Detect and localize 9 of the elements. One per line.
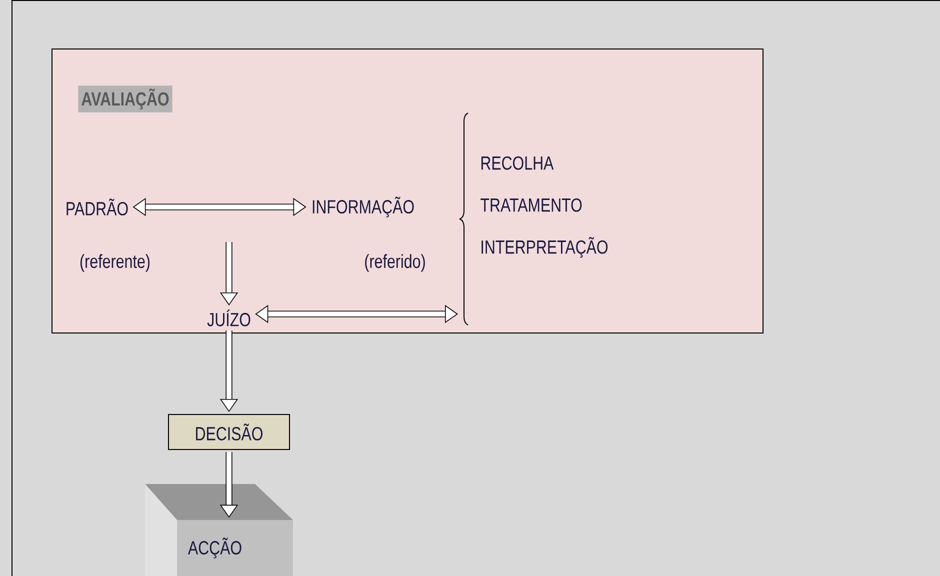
term-label: JUÍZO (207, 310, 250, 326)
note-label: (referido) (365, 254, 425, 272)
note-label: (referente) (80, 254, 150, 272)
term-label: PADRÃO (66, 198, 128, 216)
action-cube: ACÇÃO (145, 484, 293, 576)
block-arrow (255, 304, 458, 324)
decision-box: DECISÃO (168, 414, 290, 450)
term-label: INFORMAÇÃO (312, 196, 414, 218)
step-list: RECOLHA TRATAMENTO INTERPRETAÇÃO (480, 156, 608, 258)
